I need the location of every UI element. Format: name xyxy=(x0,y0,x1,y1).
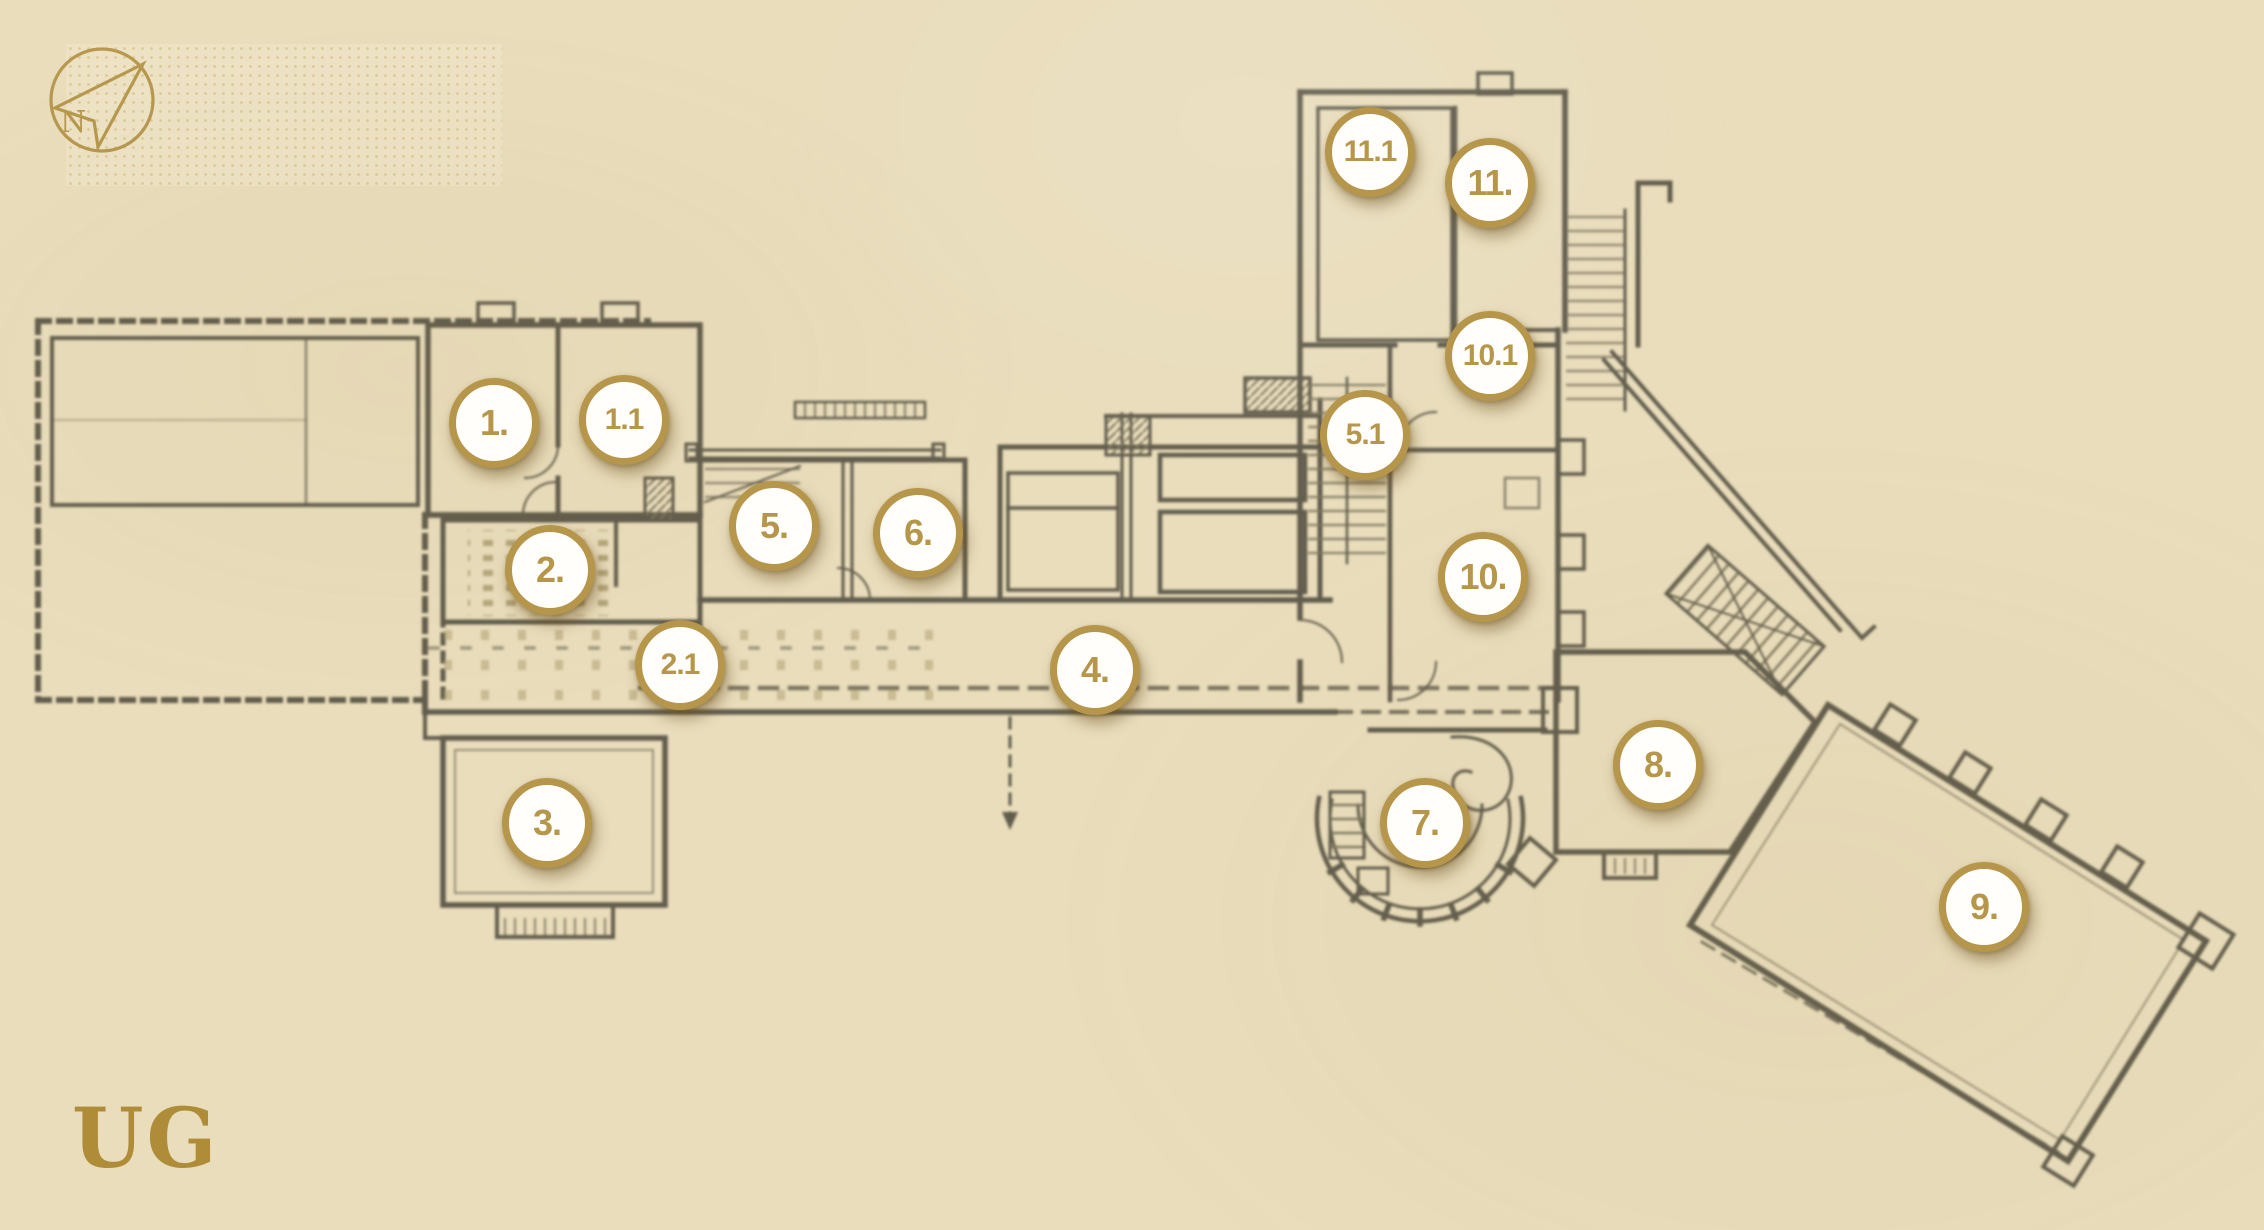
room-marker-2-1[interactable]: 2.1 xyxy=(635,620,725,710)
room-marker-5[interactable]: 5. xyxy=(729,481,819,571)
room-marker-4[interactable]: 4. xyxy=(1050,625,1140,715)
room-marker-6[interactable]: 6. xyxy=(873,488,963,578)
room-marker-9[interactable]: 9. xyxy=(1939,862,2029,952)
room-marker-label: 1.1 xyxy=(604,403,645,436)
room-marker-label: 1. xyxy=(479,402,509,443)
compass-north-icon: N xyxy=(49,47,155,153)
room-marker-8[interactable]: 8. xyxy=(1613,720,1703,810)
room-marker-11-1[interactable]: 11.1 xyxy=(1325,107,1415,197)
room-marker-label: 6. xyxy=(903,512,933,553)
room-marker-2[interactable]: 2. xyxy=(505,525,595,615)
room-marker-label: 11.1 xyxy=(1343,135,1398,168)
room-marker-1[interactable]: 1. xyxy=(449,378,539,468)
room-marker-5-1[interactable]: 5.1 xyxy=(1320,390,1410,480)
room-marker-label: 5.1 xyxy=(1345,418,1386,451)
room-marker-11[interactable]: 11. xyxy=(1445,138,1535,228)
room-marker-10-1[interactable]: 10.1 xyxy=(1445,311,1535,401)
room-marker-1-1[interactable]: 1.1 xyxy=(579,375,669,465)
room-marker-label: 11. xyxy=(1467,162,1513,203)
room-marker-label: 9. xyxy=(1969,886,1999,927)
room-marker-label: 8. xyxy=(1643,744,1673,785)
room-marker-3[interactable]: 3. xyxy=(502,778,592,868)
room-marker-10[interactable]: 10. xyxy=(1438,532,1528,622)
room-marker-label: 2. xyxy=(535,549,565,590)
room-marker-label: 5. xyxy=(759,505,789,546)
room-marker-label: 3. xyxy=(532,802,562,843)
compass-letter: N xyxy=(60,105,86,140)
room-marker-label: 10.1 xyxy=(1462,339,1518,372)
floor-level-label: UG xyxy=(72,1091,220,1187)
room-marker-label: 7. xyxy=(1410,802,1440,843)
room-marker-label: 4. xyxy=(1080,649,1110,690)
room-marker-label: 2.1 xyxy=(660,648,701,681)
room-marker-label: 10. xyxy=(1459,556,1507,597)
room-marker-7[interactable]: 7. xyxy=(1380,778,1470,868)
